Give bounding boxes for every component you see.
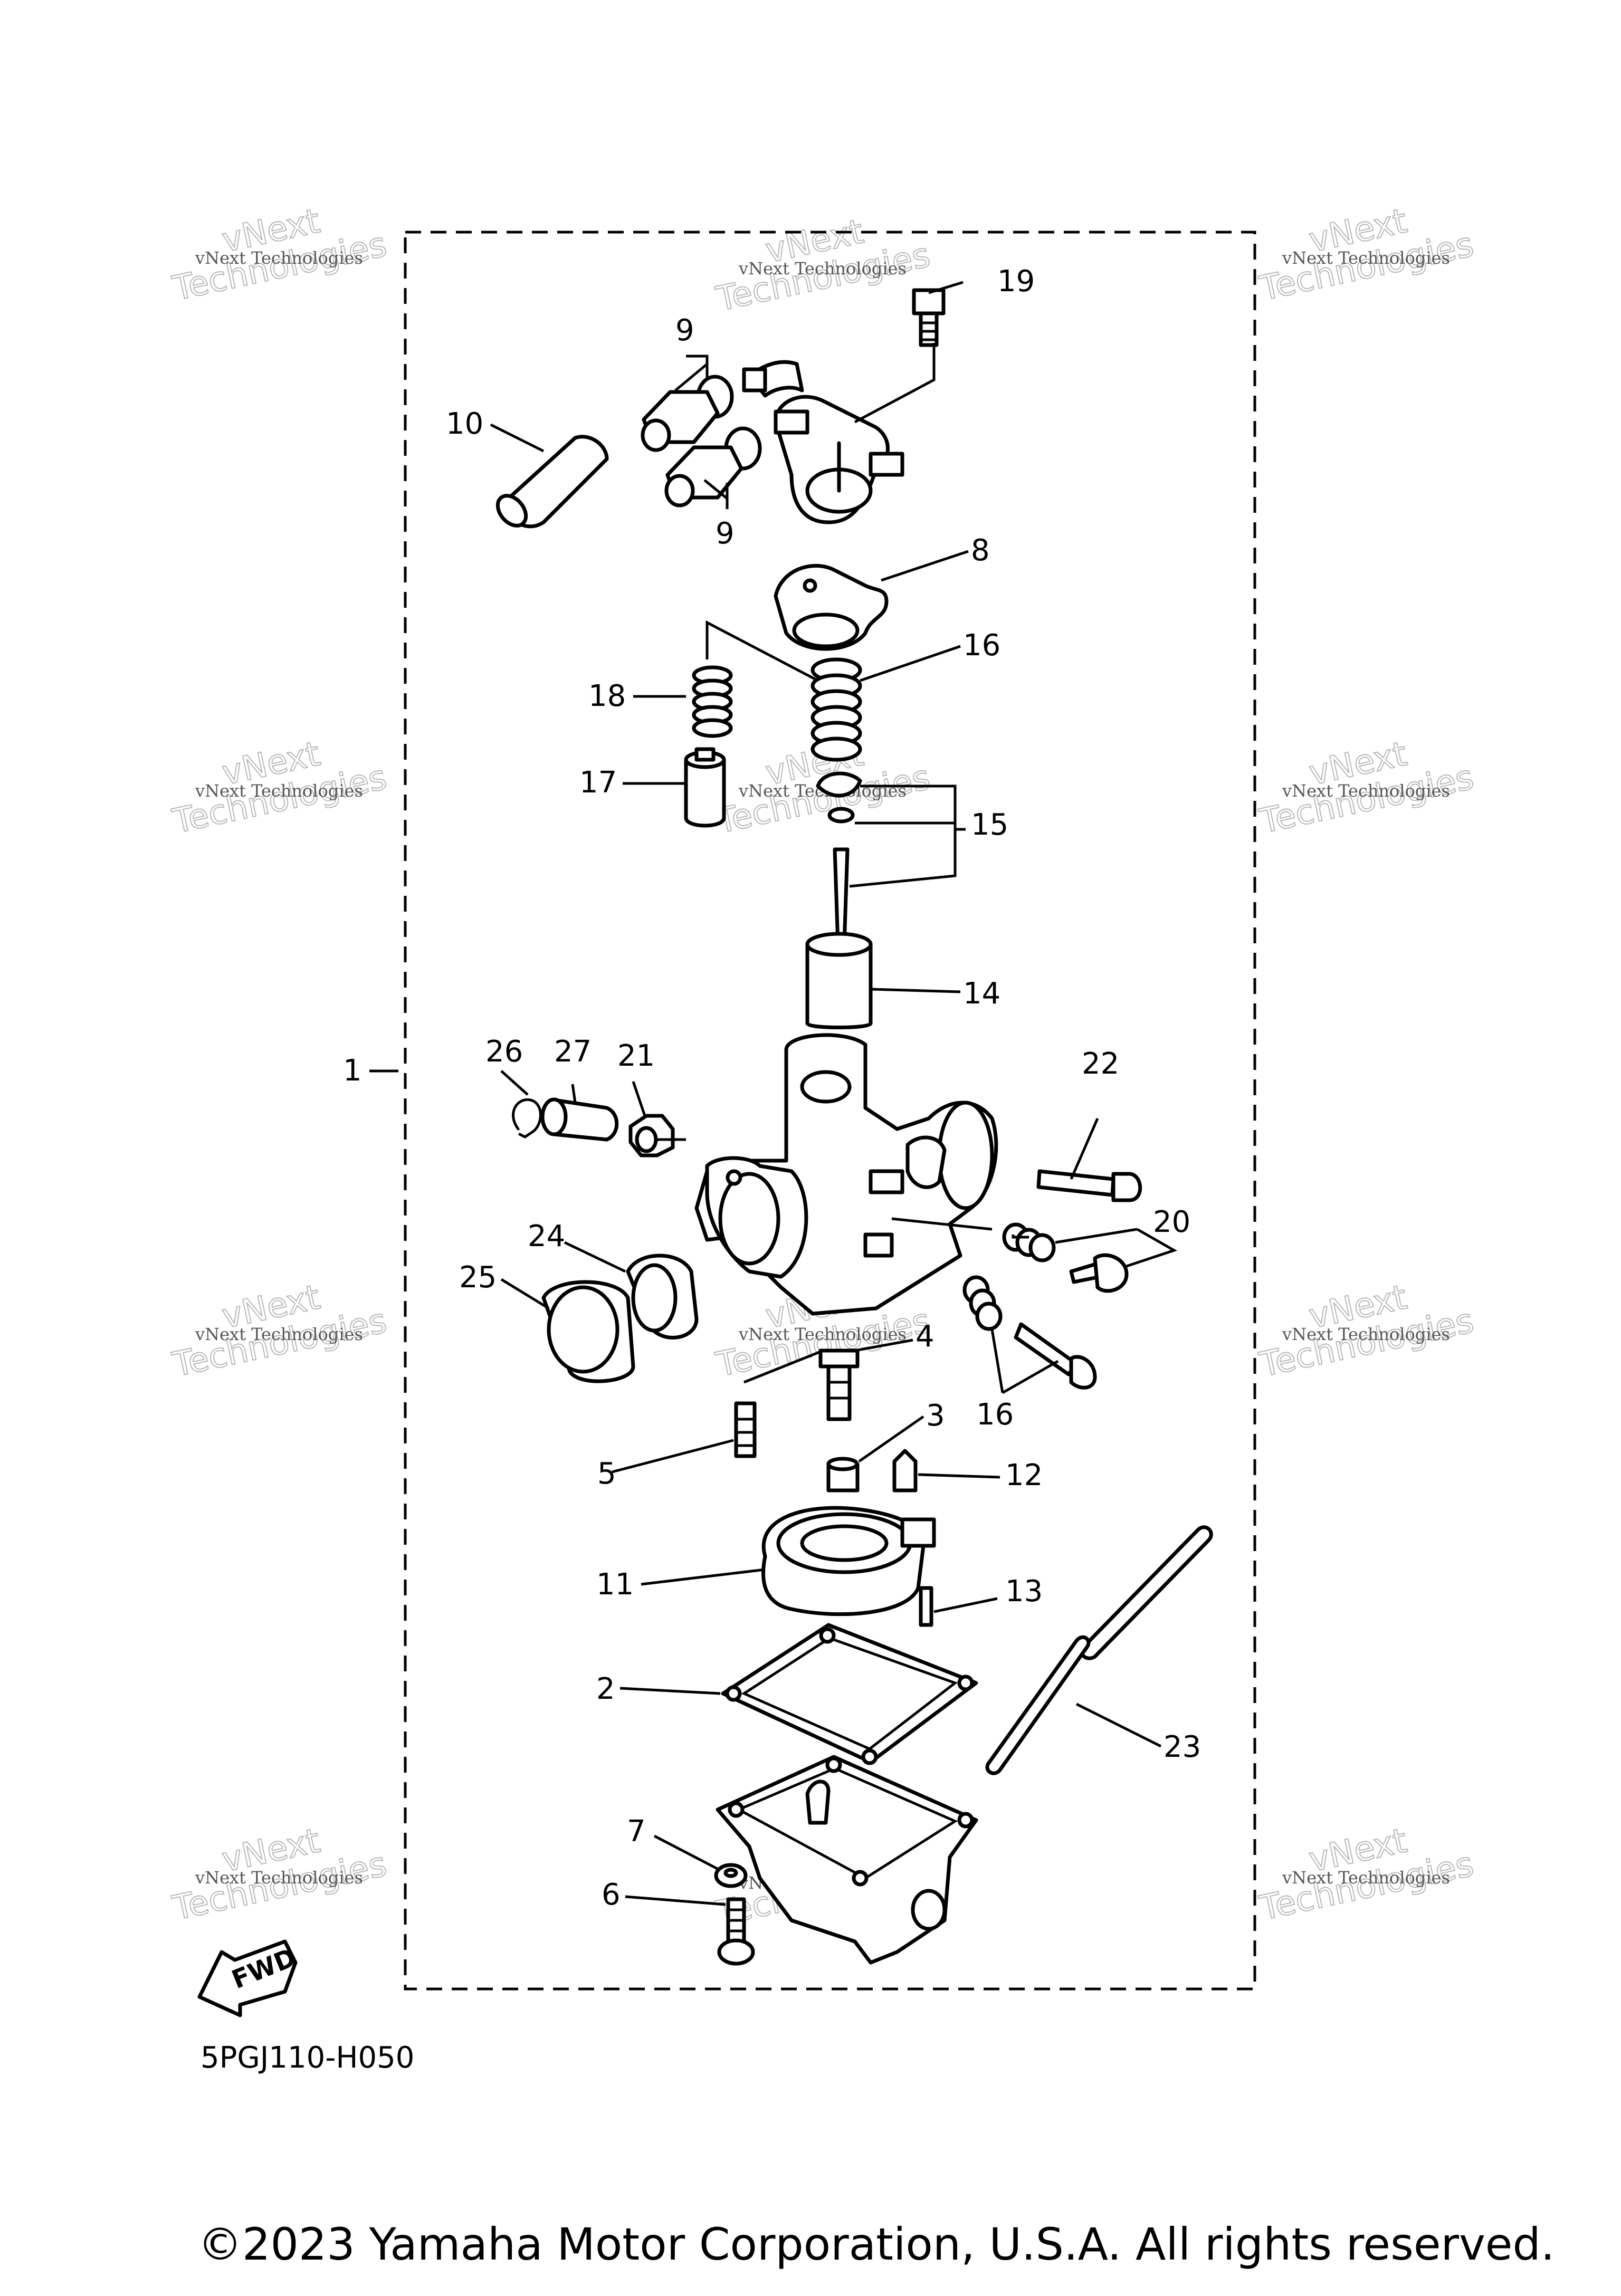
svg-text:vNext Technologies: vNext Technologies bbox=[1282, 1324, 1450, 1344]
part-3-main-jet bbox=[826, 1457, 860, 1493]
watermark: Technologies vNext vNext Technologies bbox=[169, 201, 391, 309]
callout-7: 7 bbox=[627, 1814, 646, 1849]
callout-15: 15 bbox=[971, 808, 1008, 842]
callout-19: 18 bbox=[588, 679, 626, 713]
part-14-throttle-valve bbox=[805, 932, 873, 1029]
callout-6: 6 bbox=[602, 1878, 621, 1912]
part-5-screw bbox=[734, 1401, 757, 1458]
callout-17: 16 bbox=[976, 1398, 1014, 1432]
part-6-screw bbox=[717, 1897, 755, 1966]
watermark: Technologies vNext vNext Technologies bbox=[1256, 734, 1478, 842]
part-13-pin bbox=[919, 1586, 933, 1627]
part-10-cap bbox=[495, 435, 609, 529]
svg-text:vNext Technologies: vNext Technologies bbox=[1282, 1868, 1450, 1888]
callout-25: 24 bbox=[528, 1219, 565, 1254]
svg-text:vNext Technologies: vNext Technologies bbox=[1282, 248, 1450, 268]
fwd-arrow-icon: FWD bbox=[197, 1939, 300, 2017]
callout-4: 4 bbox=[916, 1319, 935, 1354]
callout-2: 2 bbox=[596, 1672, 615, 1706]
callout-labels: 19 9 10 9 8 16 18 17 15 14 1 26 27 21 22… bbox=[343, 264, 1201, 1912]
part-18-plunger bbox=[684, 747, 726, 828]
svg-text:vNext Technologies: vNext Technologies bbox=[1282, 781, 1450, 801]
part-9-nuts bbox=[641, 375, 762, 508]
svg-text:vNext Technologies: vNext Technologies bbox=[738, 259, 907, 279]
svg-text:vNext Technologies: vNext Technologies bbox=[195, 1868, 363, 1888]
callout-3: 3 bbox=[926, 1399, 945, 1433]
callout-10: 10 bbox=[446, 407, 483, 441]
part-19-spring bbox=[692, 665, 733, 738]
watermark: Technologies vNext vNext Technologies bbox=[1256, 1821, 1478, 1929]
watermark: Technologies vNext vNext Technologies bbox=[169, 734, 391, 842]
part-21-spring-screw bbox=[1002, 1222, 1129, 1293]
callout-22: 21 bbox=[617, 1039, 655, 1073]
callout-24: 23 bbox=[1164, 1730, 1201, 1764]
callout-21: 20 bbox=[1153, 1205, 1190, 1239]
part-20-screw bbox=[912, 288, 946, 347]
part-17-spring-screw bbox=[962, 1275, 1097, 1390]
callout-28: 27 bbox=[554, 1035, 592, 1069]
assembly-boundary-box bbox=[404, 231, 1256, 1991]
part-22-nut bbox=[628, 1114, 675, 1157]
part-carburetor-body bbox=[694, 1033, 998, 1316]
svg-text:vNext Technologies: vNext Technologies bbox=[195, 781, 363, 801]
callout-16: 16 bbox=[963, 628, 1000, 663]
watermark: Technologies vNext vNext Technologies bbox=[712, 212, 935, 320]
callout-20: 19 bbox=[997, 264, 1035, 299]
part-23-screw bbox=[1036, 1169, 1142, 1202]
watermark: Technologies vNext vNext Technologies bbox=[1256, 1277, 1478, 1385]
watermark: Technologies vNext vNext Technologies bbox=[169, 1821, 391, 1929]
part-16-spring bbox=[810, 657, 862, 762]
svg-text:vNext Technologies: vNext Technologies bbox=[738, 1324, 907, 1344]
watermark: Technologies vNext vNext Technologies bbox=[1256, 201, 1478, 309]
callout-9-upper: 9 bbox=[675, 313, 694, 348]
callout-13: 13 bbox=[1005, 1574, 1043, 1609]
part-7-washer bbox=[714, 1863, 748, 1888]
callout-12: 12 bbox=[1005, 1458, 1043, 1493]
callout-23: 22 bbox=[1082, 1047, 1119, 1081]
part-27-clip bbox=[512, 1098, 542, 1139]
diagram-code: 5PGJ110-H050 bbox=[201, 2041, 415, 2075]
copyright-notice: ©2023 Yamaha Motor Corporation, U.S.A. A… bbox=[198, 2218, 1555, 2270]
part-26-ring bbox=[541, 1280, 635, 1383]
leader-lines bbox=[369, 281, 1178, 1906]
svg-text:vNext Technologies: vNext Technologies bbox=[195, 248, 363, 268]
callout-8: 8 bbox=[971, 533, 990, 568]
watermark: Technologies vNext vNext Technologies bbox=[169, 1277, 391, 1385]
part-12-needle-valve bbox=[892, 1449, 918, 1493]
callout-9-lower: 9 bbox=[716, 516, 735, 551]
part-4-jet bbox=[818, 1348, 860, 1421]
part-24-tubes bbox=[985, 1525, 1213, 1775]
callout-5: 5 bbox=[597, 1457, 616, 1491]
callout-1: 1 bbox=[343, 1054, 362, 1088]
callout-11: 11 bbox=[596, 1567, 634, 1602]
part-float-bowl bbox=[716, 1755, 978, 1965]
svg-text:vNext Technologies: vNext Technologies bbox=[195, 1324, 363, 1344]
callout-27: 26 bbox=[485, 1035, 523, 1069]
part-25-ring bbox=[626, 1254, 699, 1340]
callout-14: 14 bbox=[963, 977, 1000, 1011]
callout-18: 17 bbox=[579, 766, 617, 800]
part-2-gasket bbox=[721, 1623, 978, 1765]
part-28-sleeve bbox=[540, 1097, 619, 1142]
part-8-plate bbox=[774, 563, 889, 651]
callout-26: 25 bbox=[459, 1260, 497, 1295]
part-starter-cap-assembly bbox=[742, 360, 904, 524]
part-11-float bbox=[761, 1506, 936, 1616]
